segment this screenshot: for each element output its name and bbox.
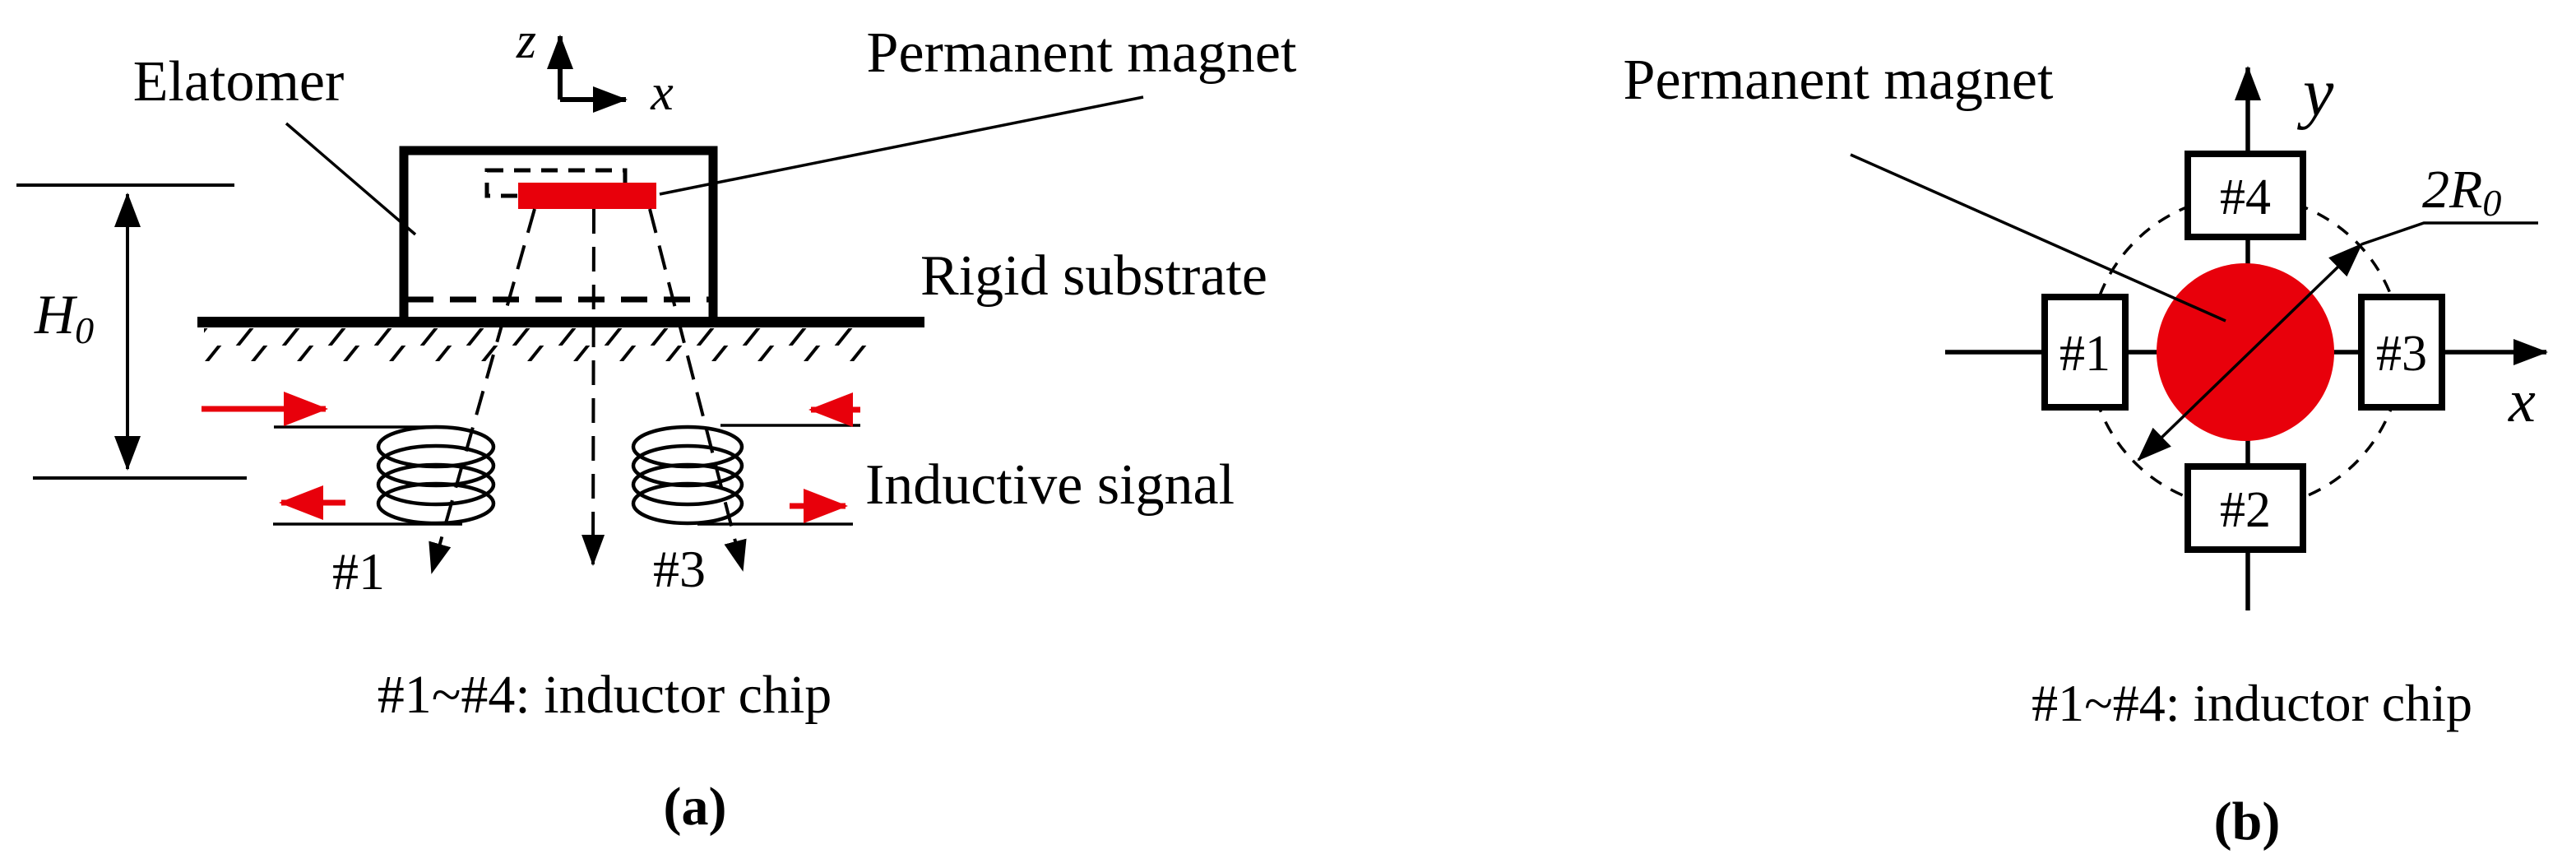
chip-3-label-a: #3 xyxy=(653,540,706,598)
chip-4-box xyxy=(2185,151,2306,240)
chip-3-box xyxy=(2358,294,2445,411)
h0-label: H0 xyxy=(34,283,94,351)
x-axis-label-b: x xyxy=(2508,368,2536,435)
inductor-coil-3 xyxy=(631,425,744,526)
elastomer-leader-line xyxy=(285,122,417,236)
diameter-dimension-arrow xyxy=(2137,243,2363,462)
field-line-left xyxy=(429,208,536,574)
axes-a: z x xyxy=(516,13,674,121)
chip-4-label-b: #4 xyxy=(2220,169,2271,225)
field-line-right xyxy=(648,208,747,572)
diameter-leader-line xyxy=(2361,221,2538,246)
inductive-signal-label: Inductive signal xyxy=(865,453,1235,517)
rigid-substrate-label: Rigid substrate xyxy=(920,244,1267,308)
y-axis-label: y xyxy=(2296,54,2334,131)
elastomer-box xyxy=(399,146,718,323)
permanent-magnet-circle xyxy=(2157,263,2334,441)
caption-note-a: #1~#4: inductor chip xyxy=(378,665,832,725)
chip-2-box xyxy=(2185,463,2306,553)
panel-b: 2R0 #1 #3 #4 #2 y x Permanent magnet #1~… xyxy=(1624,49,2548,852)
z-axis-label: z xyxy=(516,13,536,69)
chip-1-box xyxy=(2041,294,2129,411)
rigid-substrate-line xyxy=(197,317,924,327)
inductor-coil-1 xyxy=(376,425,496,526)
chip-2-label-b: #2 xyxy=(2220,482,2271,538)
permanent-magnet-label-a: Permanent magnet xyxy=(867,21,1297,85)
ground-hatching xyxy=(204,328,877,361)
diameter-label: 2R0 xyxy=(2422,160,2501,224)
chip-1-label-b: #1 xyxy=(2059,326,2110,382)
caption-tag-a: (a) xyxy=(664,777,727,837)
permanent-magnet-label-b: Permanent magnet xyxy=(1624,49,2054,112)
caption-tag-b: (b) xyxy=(2214,791,2281,852)
panel-a: H0 xyxy=(16,13,1297,837)
permanent-magnet-leader-line xyxy=(659,95,1144,196)
field-line-center xyxy=(581,208,605,566)
permanent-magnet-rect xyxy=(518,183,656,209)
x-axis-label-a: x xyxy=(650,65,674,121)
elastomer-label: Elatomer xyxy=(133,50,345,114)
permanent-magnet-leader-line-b xyxy=(1850,153,2226,323)
chip-3-label-b: #3 xyxy=(2376,326,2427,382)
chip-1-label-a: #1 xyxy=(332,542,385,601)
caption-note-b: #1~#4: inductor chip xyxy=(2032,674,2472,732)
